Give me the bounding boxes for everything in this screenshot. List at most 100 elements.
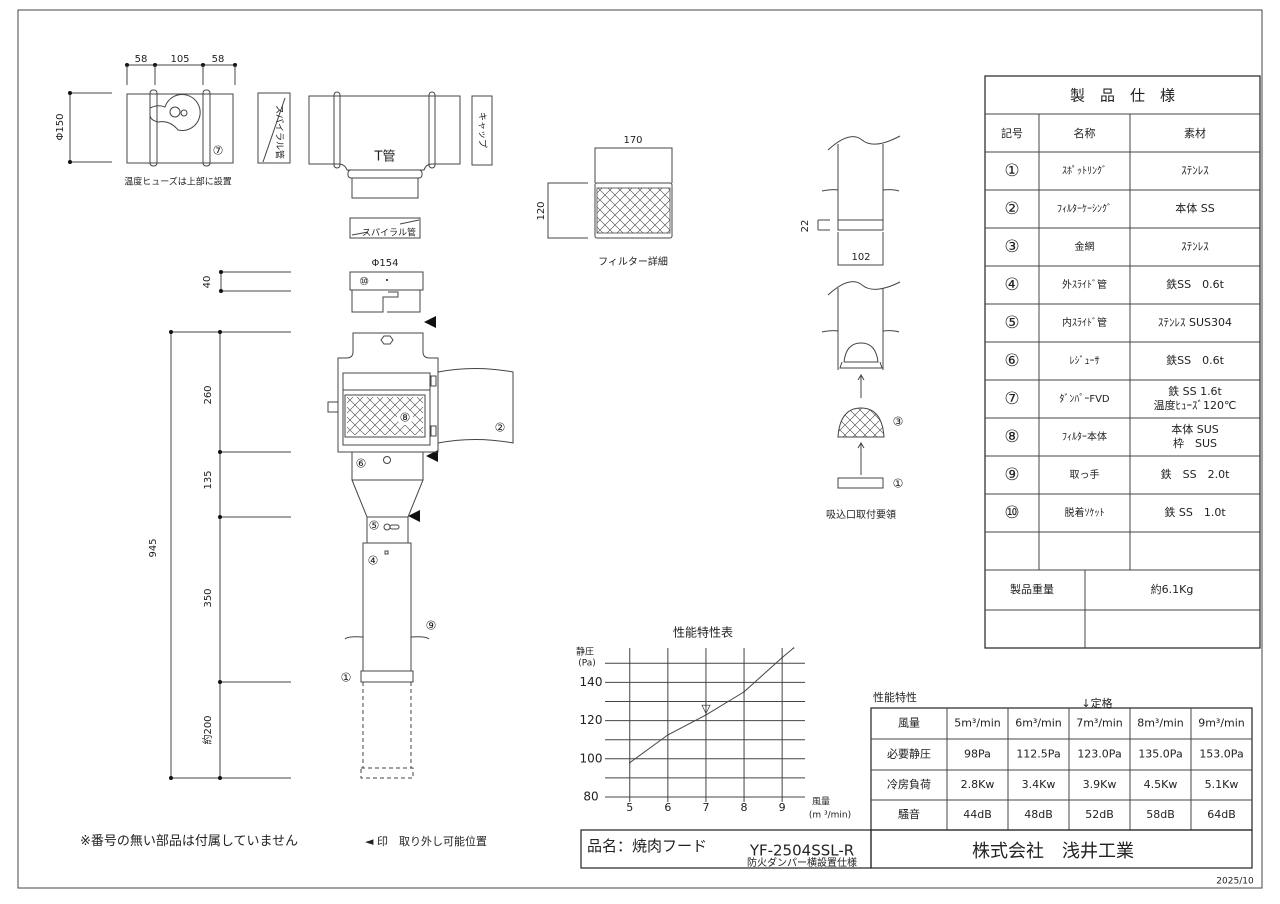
no-number-note: ※番号の無い部品は付属していません [80,834,298,849]
part-material: ｽﾃﾝﾚｽ SUS304 [1158,316,1232,329]
rated-point-marker: ▽ [701,702,711,716]
performance-cell: 64dB [1207,808,1236,821]
performance-cell: 9m³/min [1198,717,1245,730]
data-point [667,734,669,736]
sheet-border [17,9,1263,889]
part-material: 本体 SS [1175,201,1214,215]
removable-marker-icon [424,316,436,328]
series-line [629,647,794,764]
company-name: 株式会社 浅井工業 [972,841,1134,862]
part-name: ﾀﾞﾝﾊﾟｰFVD [1059,393,1110,405]
fuse-note: 温度ヒューズは上部に設置 [124,176,232,188]
x-tick-label: 6 [664,801,671,814]
part-name: 金網 [1075,240,1095,253]
part-name: 内ｽﾗｲﾄﾞ管 [1062,316,1107,329]
part-label-1: ① [341,671,352,685]
y-tick-label: 120 [580,713,603,727]
part-number: ⑧ [1004,427,1019,447]
spiral-label-2: スパイラル管 [362,227,416,239]
product-name: 品名：焼肉フード [587,837,707,855]
extension-outline [360,682,414,779]
x-tick-label: 5 [626,801,633,814]
part-name: ﾌｨﾙﾀｰ本体 [1062,430,1107,443]
t-pipe-label: T管 [374,150,396,165]
socket-view: Φ154 ⑩ [349,258,424,313]
filter-detail: 170 120 フィルター詳細 [536,135,673,268]
spiral-label: スパイラル管 [274,105,286,159]
x-tick-label: 7 [702,801,709,814]
performance-cell: 44dB [963,808,992,821]
data-point [792,647,795,649]
y-tick-label: 80 [583,790,598,804]
x-tick-label: 8 [741,801,748,814]
performance-cell: 123.0Pa [1077,748,1121,761]
performance-cell: 153.0Pa [1199,748,1243,761]
data-point [705,714,707,716]
data-point [628,761,631,764]
socket-diameter: Φ154 [372,258,399,269]
removable-marker-icon [426,450,438,462]
spec-table-header: 記号 [1001,126,1023,140]
dim-200: 約200 [201,715,214,744]
cap-view: キャップ [471,95,493,166]
performance-cell: 48dB [1024,808,1053,821]
performance-cell: 7m³/min [1076,717,1123,730]
model-number: YF-2504SSL-R [749,842,854,860]
nut-icon [380,335,394,345]
installation-spec: 防火ダンパー横設置仕様 [747,856,857,869]
part-label-8: ⑧ [400,411,411,425]
part-material: 鉄SS 0.6t [1166,353,1224,367]
part-number: ⑥ [1004,351,1019,371]
t-pipe-view: T管 [308,91,461,199]
performance-cell: 98Pa [964,748,991,761]
y-tick-label: 140 [580,675,603,689]
part-number: ⑨ [1004,465,1019,485]
performance-cell: 4.5Kw [1144,778,1178,791]
performance-cell: 5.1Kw [1205,778,1239,791]
part-material: 鉄SS 0.6t [1166,277,1224,291]
dim-945: 945 [148,538,159,557]
dim-135: 135 [203,470,214,489]
dim-40: 40 [202,276,213,289]
data-point [781,656,783,659]
dim-260: 260 [203,385,214,404]
filter-casing [337,332,439,453]
part-label-8-backdrop [397,409,413,425]
performance-cell: 135.0Pa [1138,748,1182,761]
part-material-detail: 温度ﾋｭｰｽﾞ120℃ [1154,398,1237,412]
intake-caption: 吸込口取付要領 [826,508,896,521]
part-number: ② [1004,199,1019,219]
spec-table-border [984,75,1261,649]
y-tick-label: 100 [580,751,603,765]
part-material: 鉄 SS 1.6t [1168,384,1222,398]
damper-mechanism [149,94,201,131]
part-name: ﾚｼﾞｭｰｻ [1070,355,1100,367]
row-label: 騒音 [898,807,920,821]
removable-note: ◄ 印 取り外し可能位置 [365,834,487,848]
part-label-5: ⑤ [369,519,380,533]
row-label: 必要静圧 [887,747,931,761]
part-material: 本体 SUS [1171,422,1219,436]
part-material: 鉄 SS 1.0t [1164,505,1226,519]
performance-cell: 8m³/min [1137,717,1184,730]
part-name: 脱着ｿｹｯﾄ [1065,506,1105,519]
removable-marker-icon [408,510,420,522]
title-block: 品名：焼肉フード YF-2504SSL-R 防火ダンパー横設置仕様 株式会社 浅… [580,829,1254,887]
spiral-pipe-short: スパイラル管 [349,217,421,239]
handle [344,636,430,640]
spec-table-title: 製 品 仕 様 [1070,87,1175,105]
performance-cell: 2.8Kw [961,778,995,791]
damper-dim-right: 58 [212,54,225,65]
intake-dim-22: 22 [800,220,811,233]
part-name: 外ｽﾗｲﾄﾞ管 [1062,278,1107,291]
intake-part-1: ① [893,477,904,491]
performance-cell: 3.4Kw [1022,778,1056,791]
part-number: ③ [1004,237,1019,257]
